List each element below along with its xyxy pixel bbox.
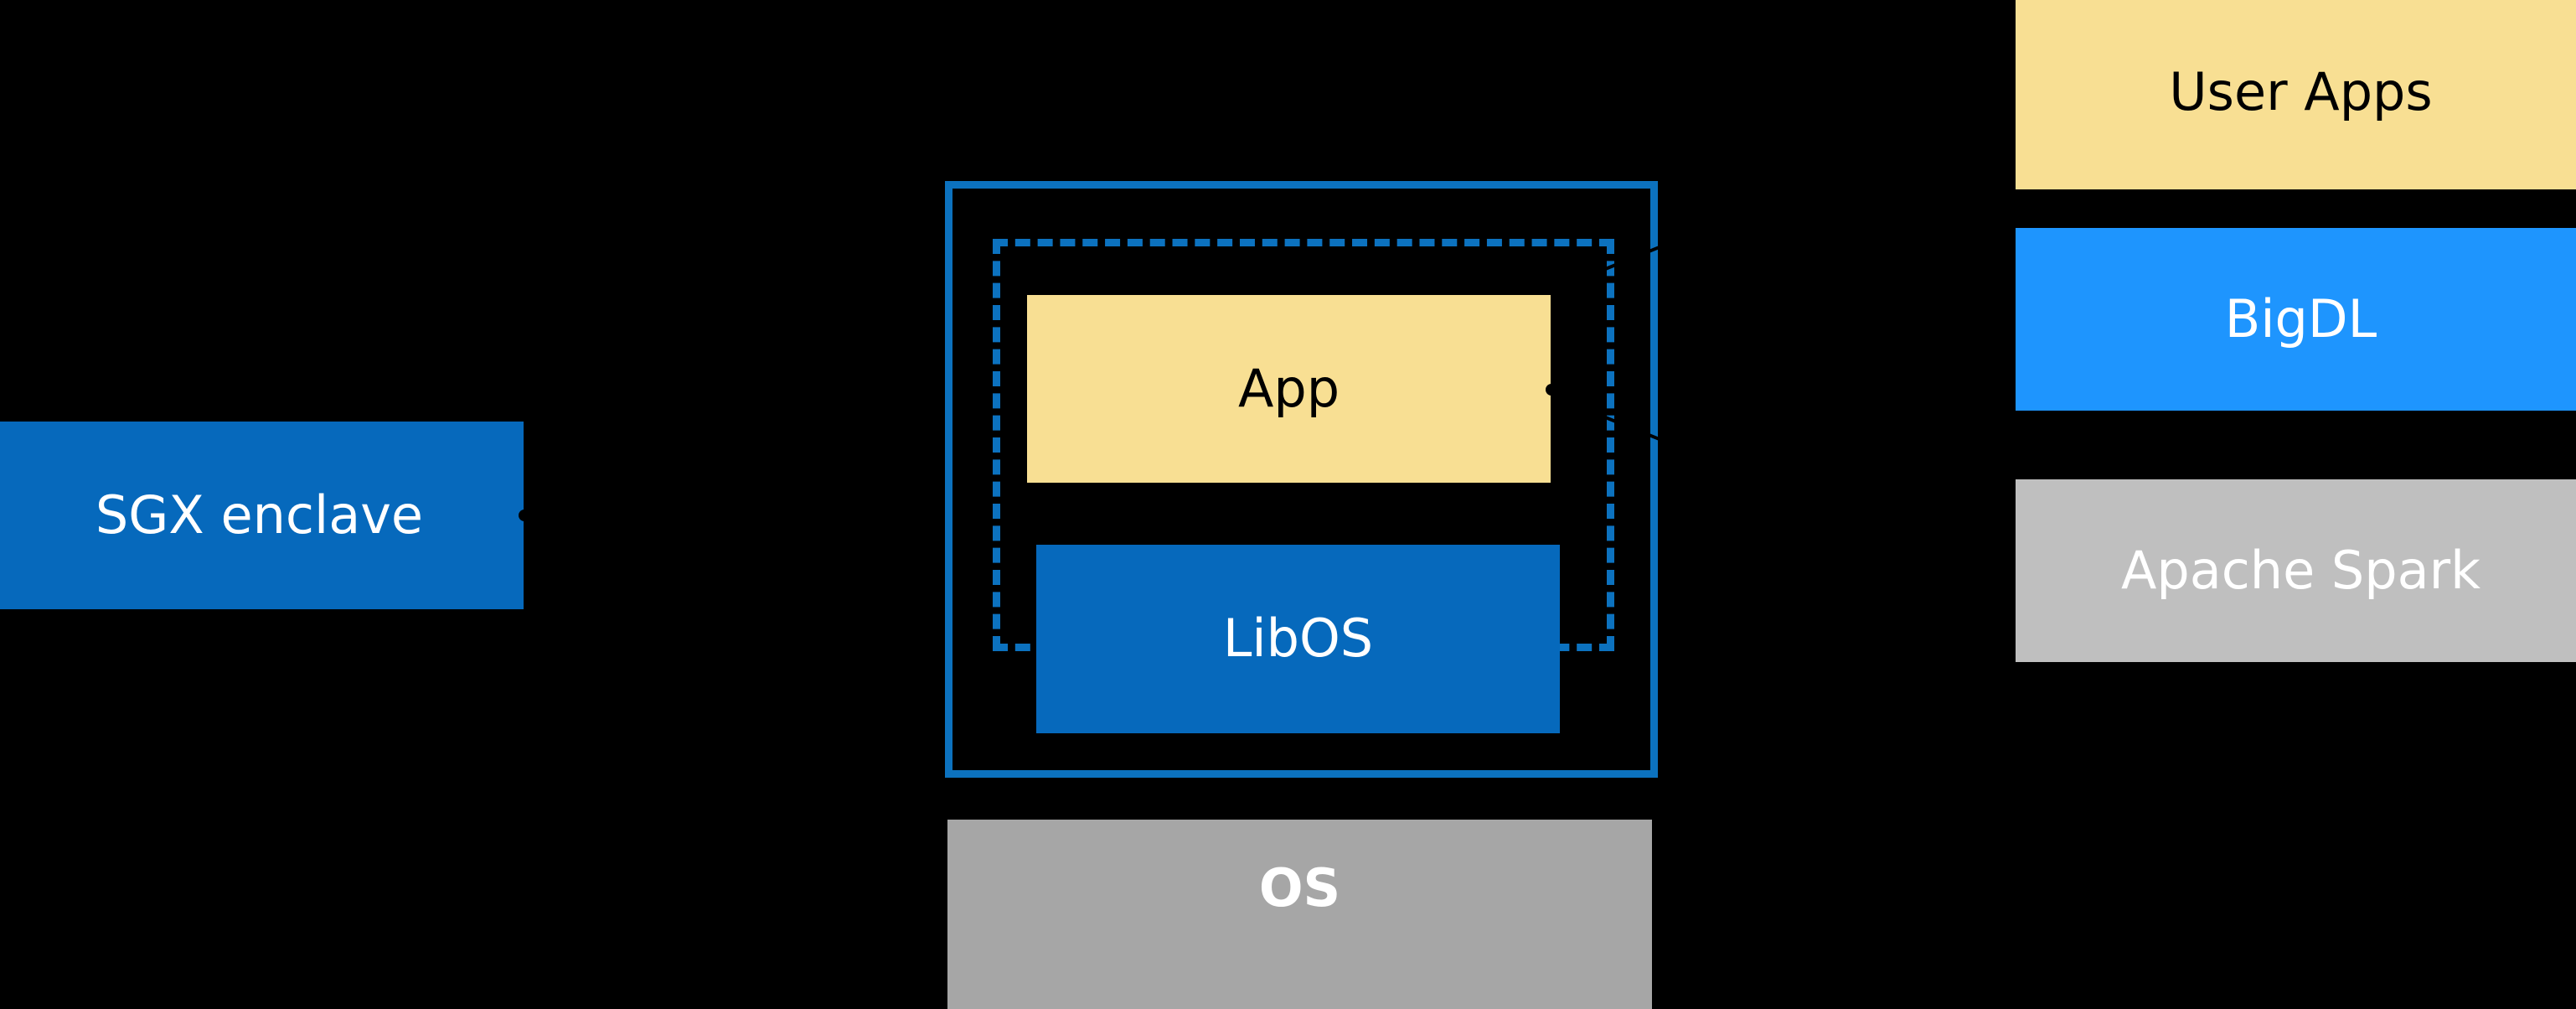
sgx-connector-endpoint-dot [519,510,530,521]
libos-label: LibOS [1222,608,1374,670]
app-label: App [1237,357,1340,419]
os-box: OS [947,820,1652,1009]
os-label: OS [1258,857,1341,918]
sgx-to-enclave-connector [524,515,943,518]
user-apps-box: User Apps [2016,0,2576,189]
apache-spark-label: Apache Spark [2120,539,2481,601]
apache-spark-box: Apache Spark [2016,479,2576,662]
app-box: App [1027,295,1551,483]
bigdl-box: BigDL [2016,228,2576,411]
app-connector-endpoint-dot [1546,384,1557,396]
user-apps-label: User Apps [2169,60,2433,122]
sgx-enclave-box: SGX enclave [0,422,524,609]
libos-box: LibOS [1036,545,1560,733]
sgx-enclave-label: SGX enclave [95,484,424,546]
enclave-outer-frame [945,181,1658,778]
bigdl-label: BigDL [2224,287,2377,349]
